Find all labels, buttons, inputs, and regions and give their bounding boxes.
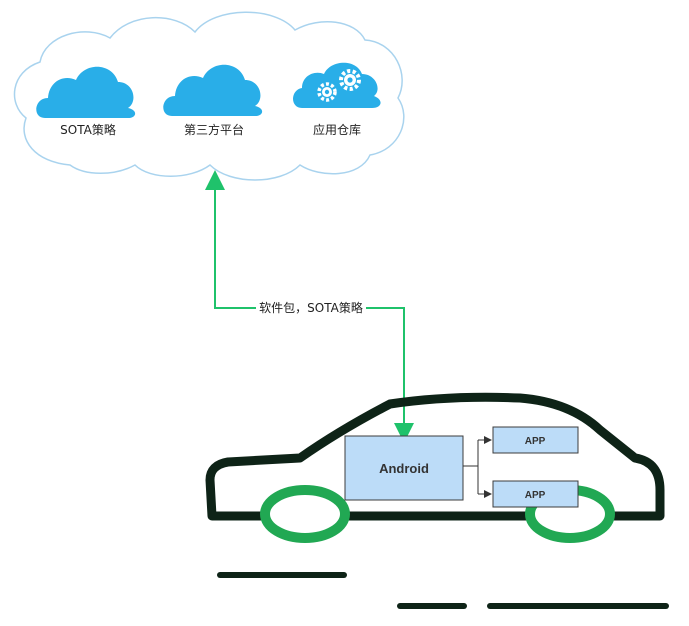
app-box (492, 426, 579, 454)
third-party-platform-service: 第三方平台 (163, 64, 263, 137)
gear-icon (317, 82, 337, 102)
front-wheel (260, 485, 350, 543)
app-label: APP (525, 436, 546, 447)
cloud-icon (36, 66, 136, 118)
app-label: APP (525, 490, 546, 501)
third-party-platform-label: 第三方平台 (184, 122, 244, 137)
gear-icon (339, 69, 361, 91)
android-label: Android (379, 461, 429, 476)
app-repository-label: 应用仓库 (313, 122, 361, 137)
sota-strategy-service: SOTA策略 (36, 66, 136, 137)
app-box (492, 480, 579, 508)
app-repository-service: 应用仓库 (293, 62, 381, 137)
connection-label: 软件包，SOTA策略 (259, 300, 363, 315)
car-body (205, 392, 665, 521)
sota-strategy-label: SOTA策略 (60, 122, 116, 137)
android-box (344, 435, 464, 501)
cloud-icon (163, 64, 263, 116)
connection-label-bg (256, 299, 366, 317)
